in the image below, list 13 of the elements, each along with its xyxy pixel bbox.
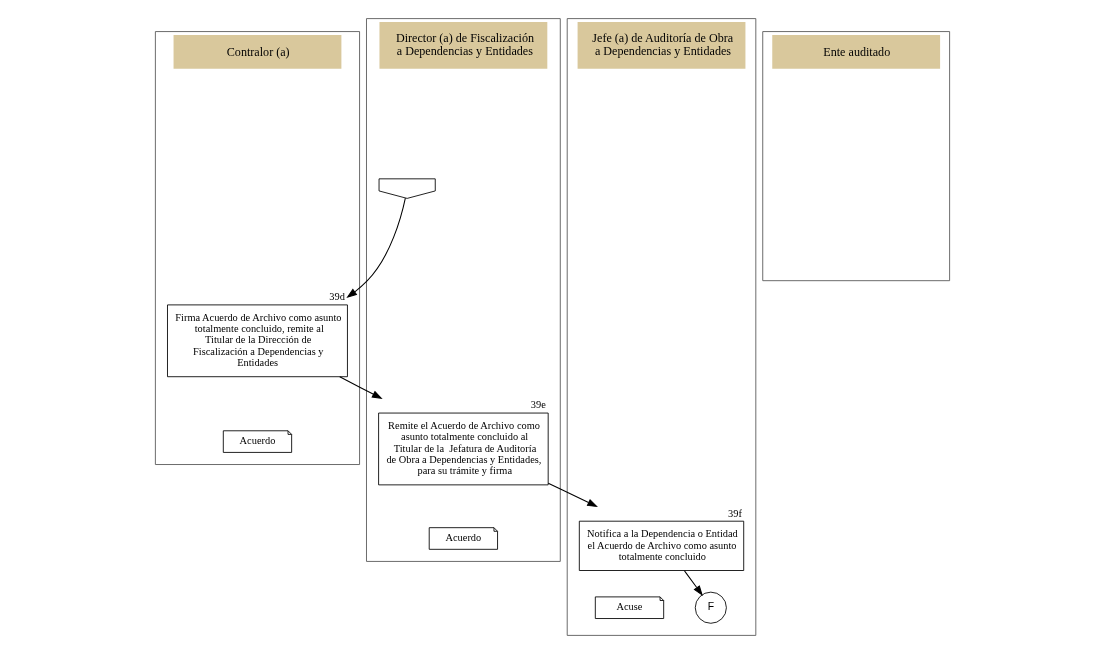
node-circle: F: [694, 591, 727, 624]
arrow: [345, 197, 406, 298]
node-label: 39d: [328, 291, 345, 303]
arrow: [338, 376, 383, 399]
node-box: Firma Acuerdo de Archivo como asunto totalmente concluido, remite al Titular de la Dirección de Fiscalización a Dependencias y Entidades: [166, 304, 348, 378]
node-box: Ente auditado: [761, 31, 950, 282]
node-label: 39f: [727, 507, 742, 519]
node-pentagon: [378, 178, 436, 199]
node-box: Remite el Acuerdo de Archivo como asunto totalmente concluido al Titular de la Jefatura de Auditoría de Obra a Dependencias y Entidades, para su trámite y firma: [377, 412, 549, 486]
node-box: Notifica a la Dependencia o Entidad el Acuerdo de Archivo como asunto totalmente concluido: [578, 520, 744, 571]
arrow: [547, 482, 598, 508]
node-label: 39e: [530, 399, 546, 411]
arrow: [683, 570, 703, 597]
